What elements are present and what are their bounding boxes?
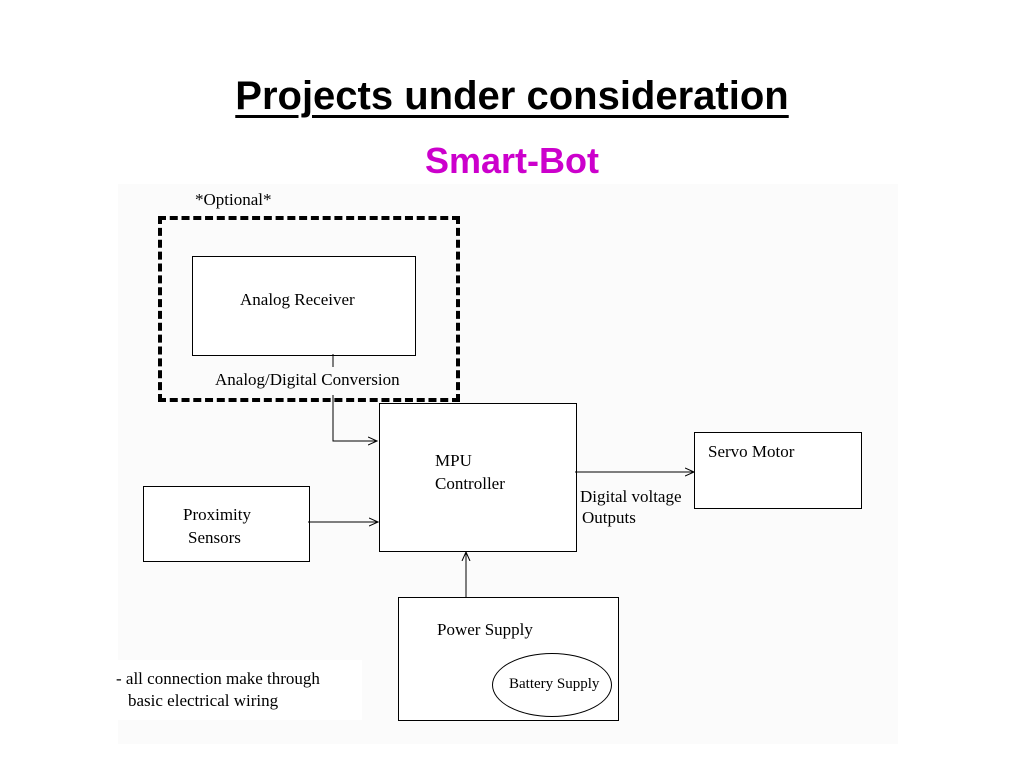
digital-voltage-label: Digital voltage [580, 487, 682, 506]
ad-conversion-label: Analog/Digital Conversion [215, 370, 400, 389]
proximity-label: Proximity [183, 505, 252, 524]
analog-receiver-label: Analog Receiver [240, 290, 355, 309]
mpu-controller-box [379, 403, 577, 552]
optional-label: *Optional* [195, 190, 272, 209]
controller-label: Controller [435, 474, 505, 493]
note-line-2: basic electrical wiring [128, 691, 279, 710]
power-supply-label: Power Supply [437, 620, 533, 639]
mpu-label: MPU [435, 451, 472, 470]
note-line-1: - all connection make through [116, 669, 320, 688]
servo-motor-label: Servo Motor [708, 442, 795, 461]
ad-to-mpu-wire [332, 395, 377, 441]
sensors-label: Sensors [188, 528, 241, 547]
battery-supply-label: Battery Supply [509, 676, 600, 692]
outputs-label: Outputs [582, 508, 636, 527]
proximity-sensors-box [143, 486, 310, 562]
servo-motor-box [694, 432, 862, 509]
note-background [112, 660, 362, 720]
optional-region [158, 216, 460, 402]
slide-title: Projects under consideration [235, 74, 789, 118]
analog-receiver-box [192, 256, 416, 356]
battery-supply-oval [492, 653, 612, 717]
slide-subtitle: Smart-Bot [424, 140, 599, 181]
